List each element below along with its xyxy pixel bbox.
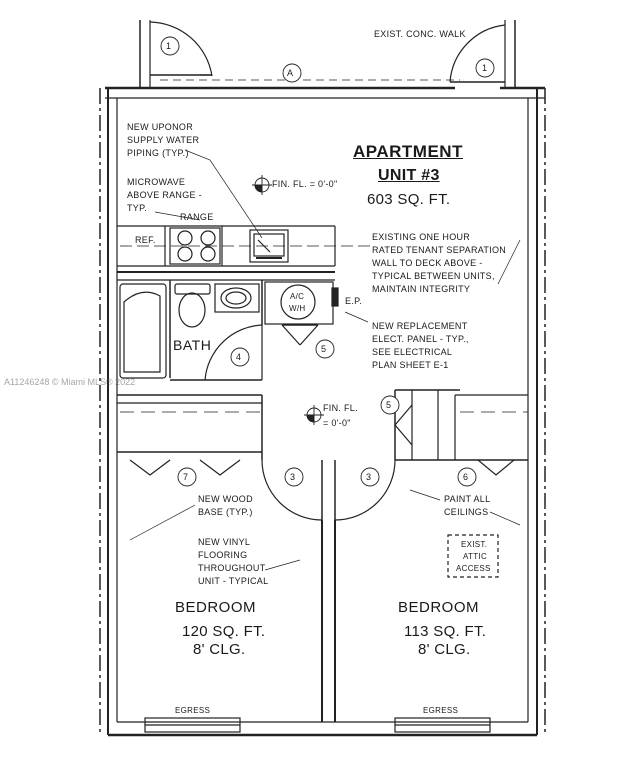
unit-area: 603 SQ. FT. — [367, 191, 451, 208]
door-tag-1-right: 1 — [482, 63, 488, 73]
door-tag-4: 4 — [236, 352, 242, 362]
range-label: RANGE — [180, 212, 214, 222]
bedroom-right-name: BEDROOM — [398, 599, 480, 616]
walk-label: EXIST. CONC. WALK — [374, 29, 466, 39]
note-wood-base-1: NEW WOOD — [198, 494, 253, 504]
note-wall-4: TYPICAL BETWEEN UNITS, — [372, 271, 495, 281]
watermark: A11246248 © Miami MLS® 2022 — [4, 377, 136, 387]
note-vinyl-3: THROUGHOUT — [198, 563, 266, 573]
note-uponor-3: PIPING (TYP.) — [127, 148, 189, 158]
note-panel-4: PLAN SHEET E-1 — [372, 360, 449, 370]
fin-fl-label-2b: = 0'-0" — [323, 418, 351, 428]
grid-marker-a: A — [287, 68, 294, 78]
note-wall-2: RATED TENANT SEPARATION — [372, 245, 507, 255]
note-paint-2: CEILINGS — [444, 507, 489, 517]
bedroom-right-egress: EGRESS — [423, 706, 459, 715]
ep-label: E.P. — [345, 296, 363, 306]
bedroom-right-clg: 8' CLG. — [418, 641, 471, 658]
note-uponor-1: NEW UPONOR — [127, 122, 193, 132]
door-tag-3-left: 3 — [290, 472, 296, 482]
bedroom-left-name: BEDROOM — [175, 599, 257, 616]
note-panel-3: SEE ELECTRICAL — [372, 347, 453, 357]
bedroom-left-area: 120 SQ. FT. — [182, 623, 266, 640]
door-tag-3-right: 3 — [366, 472, 372, 482]
note-wood-base-2: BASE (TYP.) — [198, 507, 253, 517]
note-panel-2: ELECT. PANEL - TYP., — [372, 334, 469, 344]
ac-label: A/C — [290, 292, 305, 301]
note-uponor-2: SUPPLY WATER — [127, 135, 200, 145]
door-tag-6: 6 — [463, 472, 469, 482]
apartment-title: APARTMENT — [353, 142, 463, 161]
door-tag-5-ac: 5 — [321, 344, 327, 354]
ref-label: REF. — [135, 235, 156, 245]
unit-title: UNIT #3 — [378, 167, 440, 184]
attic-label-2: ATTIC — [463, 552, 488, 561]
note-wall-1: EXISTING ONE HOUR — [372, 232, 471, 242]
bedroom-left-egress: EGRESS — [175, 706, 211, 715]
bedroom-left-clg: 8' CLG. — [193, 641, 246, 658]
note-microwave-2: ABOVE RANGE - — [127, 190, 202, 200]
note-paint-1: PAINT ALL — [444, 494, 491, 504]
door-tag-5-closet: 5 — [386, 400, 392, 410]
note-vinyl-2: FLOORING — [198, 550, 248, 560]
note-panel-1: NEW REPLACEMENT — [372, 321, 468, 331]
note-microwave-1: MICROWAVE — [127, 177, 186, 187]
note-vinyl-4: UNIT - TYPICAL — [198, 576, 269, 586]
bedroom-right-area: 113 SQ. FT. — [404, 623, 487, 640]
door-tag-1-left: 1 — [166, 41, 172, 51]
fin-fl-label-1: FIN. FL. = 0'-0" — [272, 179, 338, 189]
attic-label-3: ACCESS — [456, 564, 491, 573]
attic-label-1: EXIST. — [461, 540, 488, 549]
wh-label: W/H — [289, 304, 306, 313]
fin-fl-label-2a: FIN. FL. — [323, 403, 358, 413]
bath-label: BATH — [173, 337, 212, 353]
door-tag-7: 7 — [183, 472, 189, 482]
note-wall-3: WALL TO DECK ABOVE - — [372, 258, 483, 268]
note-vinyl-1: NEW VINYL — [198, 537, 251, 547]
note-microwave-3: TYP. — [127, 203, 148, 213]
note-wall-5: MAINTAIN INTEGRITY — [372, 284, 471, 294]
